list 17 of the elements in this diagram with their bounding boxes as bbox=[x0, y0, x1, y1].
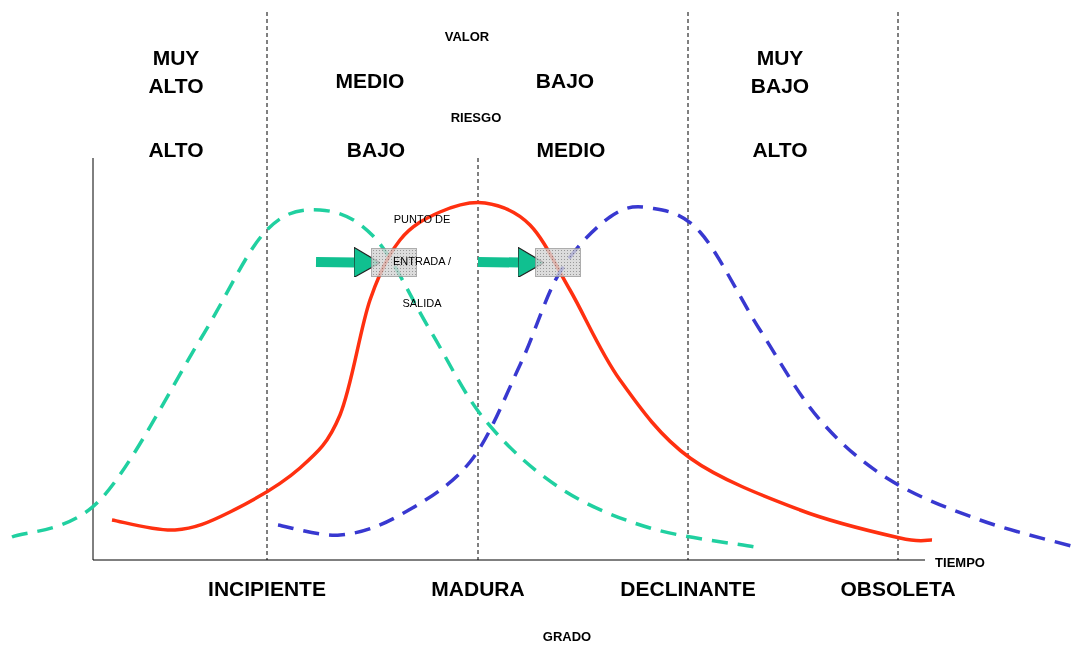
text-label: ALTO bbox=[147, 137, 205, 163]
text-label: INCIPIENTE bbox=[207, 576, 327, 602]
text-label: RIESGO bbox=[449, 109, 503, 128]
text-label: BAJO bbox=[345, 137, 407, 163]
text-label: MADURA bbox=[430, 576, 526, 602]
text-label: MUY ALTO bbox=[147, 45, 205, 99]
text-label: MEDIO bbox=[535, 137, 607, 163]
text-label: DECLINANTE bbox=[619, 576, 757, 602]
text-label: MUY BAJO bbox=[749, 45, 811, 99]
hatched-box bbox=[535, 248, 581, 277]
text-label: VALOR bbox=[443, 28, 491, 47]
text-label: ALTO bbox=[751, 137, 809, 163]
text-label: OBSOLETA bbox=[839, 576, 957, 602]
text-label: TIEMPO bbox=[934, 554, 986, 573]
text-label: MEDIO bbox=[334, 68, 406, 94]
text-label: GRADO bbox=[541, 628, 593, 647]
text-label: BAJO bbox=[534, 68, 596, 94]
